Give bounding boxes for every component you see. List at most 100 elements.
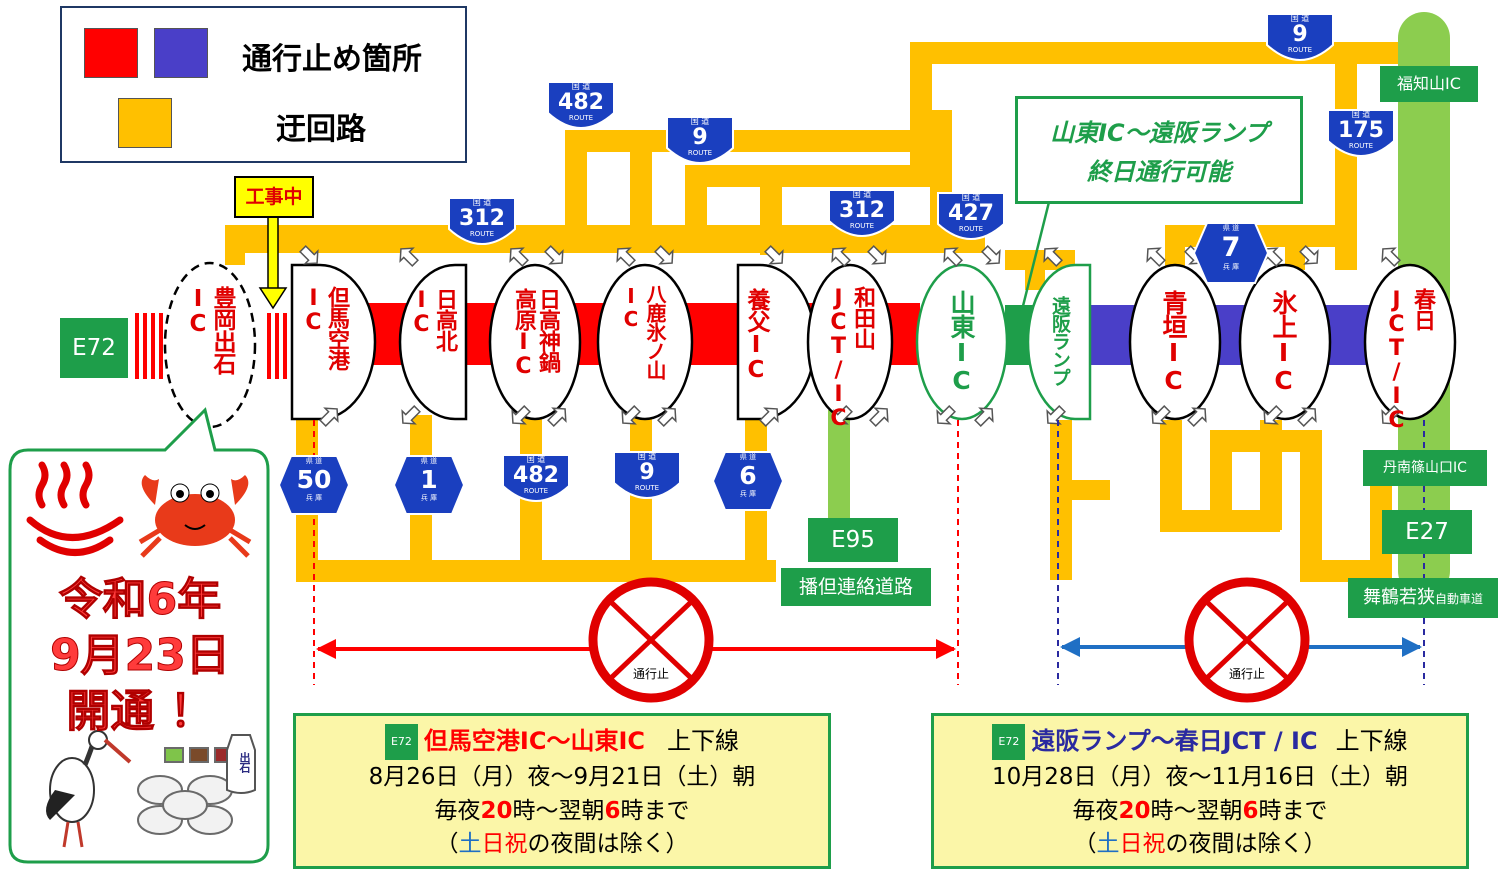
route-175-text: 国 道 175 ROUTE — [1328, 110, 1394, 150]
hyogo-text: 兵 庫 — [1222, 263, 1240, 271]
route-number: 312 — [459, 206, 505, 231]
time-start: 20 — [1118, 798, 1151, 824]
route-text: ROUTE — [1287, 46, 1313, 54]
route-shield-312-a — [448, 197, 516, 245]
callout-line2: 終日通行可能 — [1087, 158, 1231, 186]
ic-name-yabu: 養父IC — [743, 288, 769, 382]
closure-left-exception: （土日祝の夜間は除く） — [296, 828, 828, 860]
ken-text: 県 道 — [305, 457, 323, 465]
time-end: 6 — [1242, 798, 1259, 824]
closure-right-tag: E72 — [992, 724, 1026, 760]
route-number: 312 — [839, 198, 885, 223]
route-number: 9 — [1292, 22, 1308, 47]
callout-line1: 山東IC～遠阪ランプ — [1050, 119, 1268, 147]
closure-right-direction: 上下線 — [1335, 727, 1408, 755]
pref-50-text: 県 道 50 兵 庫 — [279, 457, 349, 503]
ic-shape-yoka — [596, 263, 694, 421]
time-pre: 毎夜 — [434, 798, 481, 824]
route-shield-9-top — [1266, 13, 1334, 61]
route-number: 9 — [692, 125, 708, 150]
route-9-bot-text: 国 道 9 ROUTE — [614, 452, 680, 492]
ic-name-kannabe: 日高神鍋 高原IC — [511, 288, 560, 378]
route-text: ROUTE — [958, 225, 984, 233]
kokudo-text: 国 道 — [472, 198, 492, 207]
route-shield-9-mid — [666, 116, 734, 164]
fukuchiyama-ic-label: 福知山IC — [1380, 66, 1478, 102]
legend-closure-label: 通行止め箇所 — [242, 42, 422, 77]
route-312-b-text: 国 道 312 ROUTE — [829, 190, 895, 230]
ic-name-aogaki: 青垣IC — [1159, 290, 1188, 394]
time-post: 時まで — [1258, 798, 1328, 824]
kokudo-text: 国 道 — [1290, 14, 1310, 23]
route-number: 482 — [513, 463, 559, 488]
pref-shield-1 — [392, 455, 466, 515]
route-text: ROUTE — [1348, 142, 1374, 150]
closure-right-time: 毎夜20時～翌朝6時まで — [934, 794, 1466, 828]
route-text: ROUTE — [469, 230, 495, 238]
ic-shape-hidakakita — [398, 263, 468, 421]
opening-line3: 開通 ！ — [66, 686, 214, 738]
pref-shield-6 — [711, 451, 785, 511]
route-482-bot-text: 国 道 482 ROUTE — [503, 455, 569, 495]
route-shield-312-b — [828, 189, 896, 237]
route-text: ROUTE — [687, 149, 713, 157]
e72-label: E72 — [60, 318, 128, 378]
construction-label: 工事中 — [234, 176, 314, 218]
route-number: 9 — [639, 460, 655, 485]
e27-label: E27 — [1382, 510, 1472, 554]
ic-shape-kasuga — [1363, 263, 1457, 421]
ic-shape-kannabe — [488, 263, 582, 421]
kokudo-text: 国 道 — [852, 190, 872, 199]
ic-shape-hikami — [1238, 263, 1332, 421]
legend-detour-label: 迂回路 — [276, 112, 366, 147]
ic-shape-santo — [915, 263, 1009, 421]
hatch-left — [135, 313, 163, 379]
ic-name-toyooka: 豊岡出石 IC — [185, 286, 235, 374]
e27-name-main: 舞鶴若狭 — [1362, 587, 1435, 608]
route-text: ROUTE — [849, 222, 875, 230]
e95-label: E95 — [808, 518, 898, 562]
hyogo-text: 兵 庫 — [305, 494, 323, 502]
pref-number: 7 — [1221, 232, 1241, 263]
hyogo-text: 兵 庫 — [739, 490, 757, 498]
pref-shield-50 — [277, 455, 351, 515]
ex-rest: の夜間は除く） — [527, 831, 689, 857]
route-text: ROUTE — [523, 487, 549, 495]
legend-swatch-orange — [118, 98, 172, 148]
closure-right-exception: （土日祝の夜間は除く） — [934, 828, 1466, 860]
route-text: ROUTE — [568, 114, 594, 122]
ex-sunhol: 日祝 — [481, 831, 528, 857]
pref-number: 50 — [296, 465, 332, 494]
e27-name-suffix: 自動車道 — [1434, 592, 1483, 606]
route-shield-482-top — [547, 81, 615, 129]
onsen-icon — [26, 461, 124, 556]
no-entry-sign-left — [588, 577, 714, 703]
pref-6-text: 県 道 6 兵 庫 — [713, 453, 783, 499]
legend-swatch-red — [84, 28, 138, 78]
e27-name: 舞鶴若狭自動車道 — [1348, 578, 1498, 618]
route-shield-175 — [1327, 109, 1395, 157]
opening-text: 令和6年 9月23日 開通 ！ — [14, 572, 266, 740]
pref-number: 1 — [420, 465, 438, 494]
no-entry-label-left: 通行止 — [632, 667, 669, 681]
sake-label: 出石 — [238, 752, 251, 772]
legend-box: 通行止め箇所 迂回路 — [60, 6, 467, 163]
opening-line1: 令和6年 — [58, 574, 222, 626]
route-text: ROUTE — [634, 484, 660, 492]
ken-text: 県 道 — [1222, 224, 1240, 232]
ic-shape-wadayama — [806, 263, 894, 421]
route-number: 175 — [1338, 118, 1384, 143]
ic-shape-aogaki — [1128, 263, 1222, 421]
ic-name-wadayama: 和田山 JCT/IC — [826, 286, 875, 430]
route-9-mid-text: 国 道 9 ROUTE — [667, 117, 733, 157]
ic-name-yoka: 八鹿氷ノ山 IC — [619, 284, 667, 379]
stork-icon — [46, 730, 132, 848]
route-shield-9-bot — [613, 451, 681, 499]
kokudo-text: 国 道 — [637, 452, 657, 461]
route-shield-482-bot — [502, 454, 570, 502]
ic-name-santo: 山東IC — [947, 290, 976, 394]
